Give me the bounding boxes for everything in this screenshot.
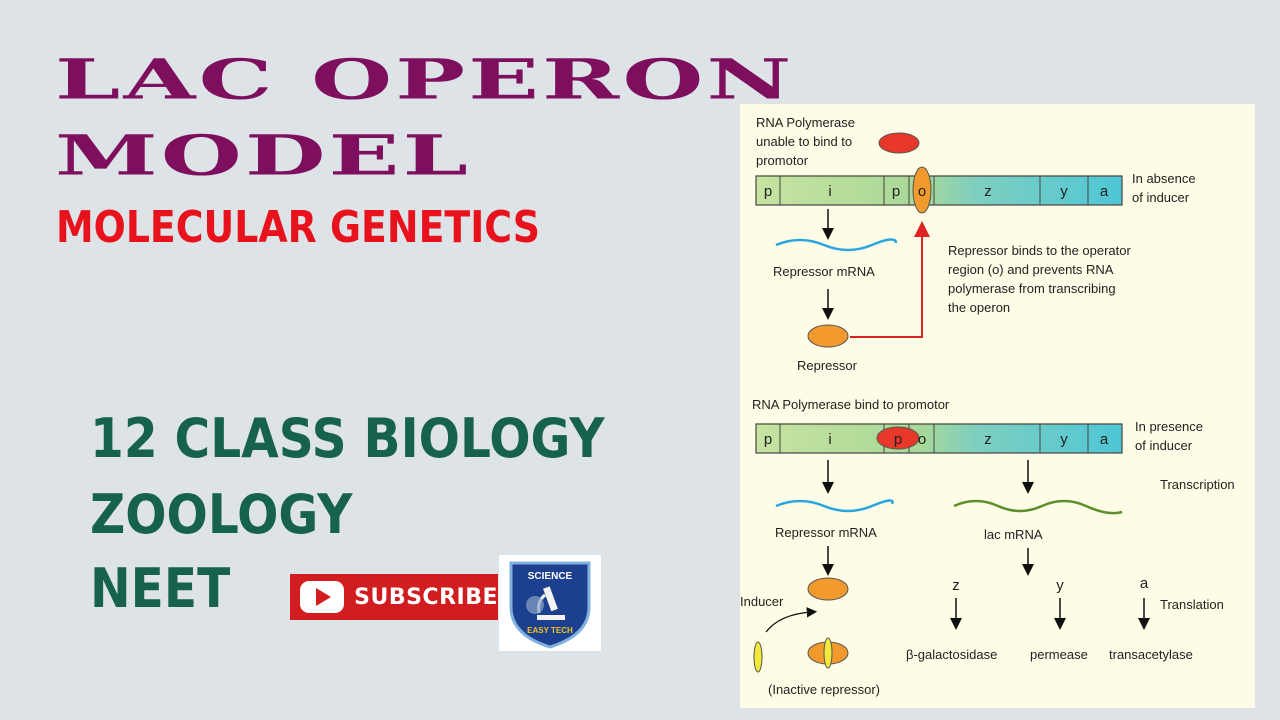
subtitle: MOLECULAR GENETICS [56,202,541,253]
bottom-gene-p2: p [894,431,902,448]
top-explanation-4: the operon [948,300,1010,315]
bottom-gene-a: a [1100,431,1109,448]
inducer-bound [823,637,833,669]
channel-logo: SCIENCE EASY TECH [499,555,601,651]
top-gene-o: o [918,183,926,200]
title-line-2: MODEL [55,123,472,188]
repressor-protein [807,324,849,348]
translation-gene-y: y [1056,577,1064,594]
logo-top-text: SCIENCE [528,571,573,582]
repressor-mrna-wave-top [775,238,898,252]
dna-strand-top [755,175,1123,206]
inactive-repressor-label: (Inactive repressor) [768,682,880,697]
top-rna-pol-note-3: promotor [756,153,809,168]
title-line-1: LAC OPERON [55,47,795,112]
transcription-label: Transcription [1160,477,1235,492]
bottom-rna-pol-note: RNA Polymerase bind to promotor [752,397,950,412]
top-repressor-label: Repressor [797,358,858,373]
top-condition-1: In absence [1132,171,1196,186]
zoology-label: ZOOLOGY [90,483,353,546]
inducer-molecule [753,641,763,673]
top-repressor-mrna: Repressor mRNA [773,264,875,279]
top-explanation-1: Repressor binds to the operator [948,243,1131,258]
top-gene-p: p [764,183,772,200]
logo-bottom-text: EASY TECH [527,626,573,635]
neet-label: NEET [90,557,231,620]
repressor-bound-operator [912,166,932,214]
top-gene-i: i [828,183,831,200]
translation-gene-a: a [1140,575,1149,592]
top-explanation-3: polymerase from transcribing [948,281,1116,296]
top-gene-y: y [1060,183,1068,200]
top-gene-a: a [1100,183,1109,200]
product-permease: permease [1030,647,1088,662]
bottom-condition-2: of inducer [1135,438,1193,453]
lac-mrna-wave [953,499,1123,515]
translation-gene-z: z [952,577,960,594]
repressor-mrna-wave-bottom [775,499,894,513]
subscribe-button[interactable]: SUBSCRIBE [290,574,498,620]
youtube-play-icon [300,581,345,613]
top-gene-p2: p [892,183,900,200]
lac-operon-diagram: RNA Polymerase unable to bind to promoto… [740,104,1255,708]
class-biology-label: 12 CLASS BIOLOGY [90,407,605,470]
top-explanation-2: region (o) and prevents RNA [948,262,1114,277]
top-condition-2: of inducer [1132,190,1190,205]
microscope-icon [526,586,565,620]
dna-strand-bottom [755,423,1123,454]
repressor-protein-bottom [807,577,849,601]
bottom-repressor-mrna: Repressor mRNA [775,525,877,540]
bottom-gene-i: i [828,431,831,448]
bottom-gene-z: z [984,431,992,448]
rna-polymerase-bound [876,426,920,450]
bottom-gene-o: o [918,431,926,448]
bottom-condition-1: In presence [1135,419,1203,434]
product-transacetylase: transacetylase [1109,647,1193,662]
rna-polymerase-top [878,132,920,154]
top-gene-z: z [984,183,992,200]
inducer-label: Inducer [740,594,784,609]
top-rna-pol-note-1: RNA Polymerase [756,115,855,130]
subscribe-label: SUBSCRIBE [354,584,498,610]
translation-label: Translation [1160,597,1224,612]
lac-mrna-label: lac mRNA [984,527,1043,542]
bottom-gene-y: y [1060,431,1068,448]
product-galactosidase: β-galactosidase [906,647,997,662]
bottom-gene-p: p [764,431,772,448]
top-rna-pol-note-2: unable to bind to [756,134,852,149]
repressor-binding-arrow [850,221,930,338]
